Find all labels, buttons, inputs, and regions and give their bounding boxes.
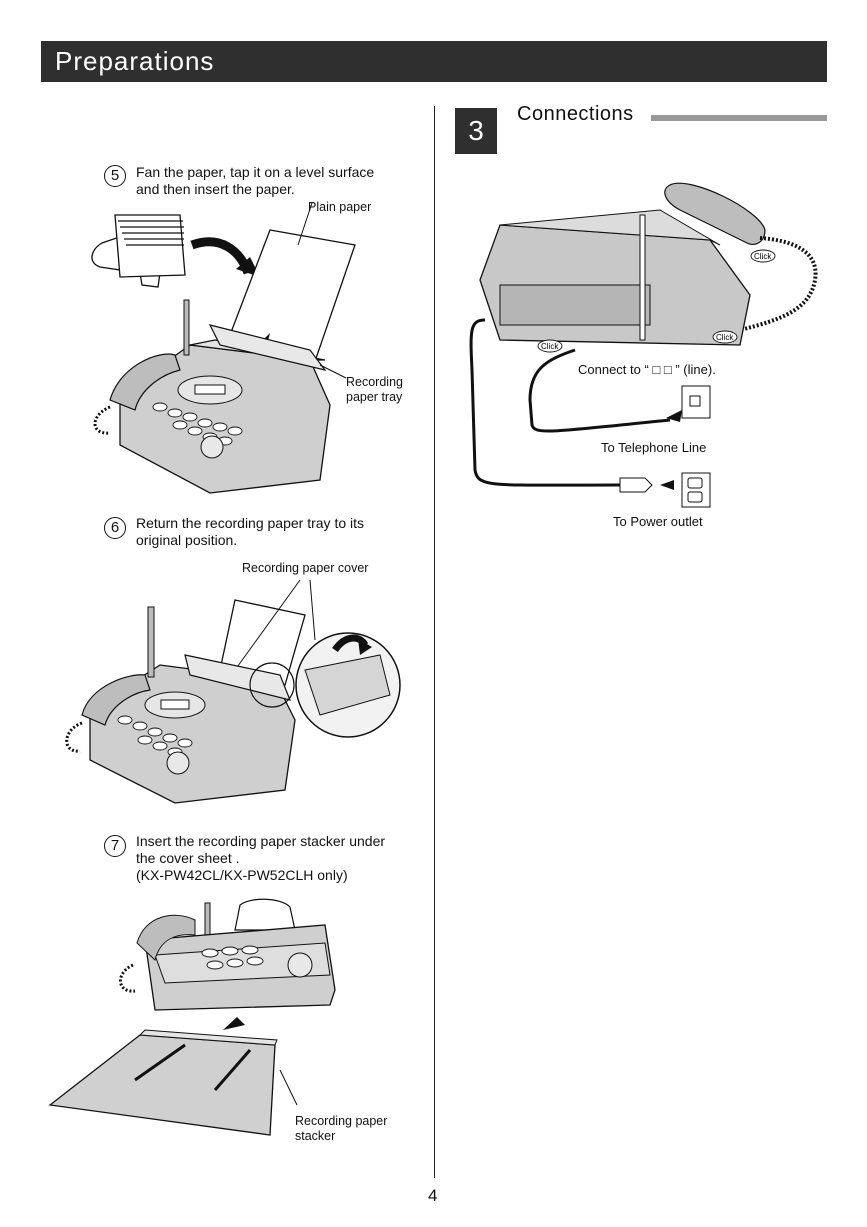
step-6-text: Return the recording paper tray to its o…: [136, 515, 364, 549]
column-divider: [434, 106, 435, 1178]
step-5-line-2: and then insert the paper.: [136, 181, 295, 197]
page-title: Preparations: [55, 46, 215, 76]
step-5-text: Fan the paper, tap it on a level surface…: [136, 164, 374, 198]
label-recording-paper-tray-line-1: Recording: [346, 375, 403, 389]
label-recording-paper-tray-line-2: paper tray: [346, 390, 403, 404]
step-7-text: Insert the recording paper stacker under…: [136, 833, 385, 884]
label-recording-paper-tray: Recording paper tray: [346, 375, 403, 405]
label-connect-line: Connect to “ □ □ ” (line).: [578, 362, 716, 377]
section-title-rule: [651, 115, 827, 121]
label-recording-paper-stacker: Recording paper stacker: [295, 1114, 387, 1144]
fax-paper-insert-illustration: [91, 202, 356, 494]
header-bar: [41, 41, 827, 82]
section-title: Connections: [517, 103, 634, 125]
label-recording-paper-cover: Recording paper cover: [242, 561, 369, 575]
step-6-line-2: original position.: [136, 532, 238, 548]
label-to-telephone-line: To Telephone Line: [601, 440, 707, 455]
step-7-line-1: Insert the recording paper stacker under: [136, 833, 386, 849]
step-number-7: 7: [104, 835, 126, 857]
label-recording-paper-stacker-line-2: stacker: [295, 1129, 336, 1143]
step-5-line-1: Fan the paper, tap it on a level surface: [136, 164, 375, 180]
step-7-line-3: (KX-PW42CL/KX-PW52CLH only): [136, 867, 348, 883]
label-plain-paper: Plain paper: [308, 200, 372, 214]
click-label-handset-jack: Click: [716, 333, 734, 342]
step-number-5: 5: [104, 165, 126, 187]
connections-illustration: Click Click Click: [469, 182, 818, 508]
label-recording-paper-stacker-line-1: Recording paper: [295, 1114, 388, 1128]
label-to-power-outlet: To Power outlet: [613, 514, 703, 529]
click-label-handset: Click: [754, 252, 772, 261]
page-number: 4: [428, 1186, 438, 1205]
section-number-badge: 3: [455, 108, 497, 154]
step-6-line-1: Return the recording paper tray to its: [136, 515, 365, 531]
fax-stacker-illustration: [48, 898, 336, 1136]
fax-tray-return-illustration: [65, 579, 401, 804]
step-7-line-2: the cover sheet .: [136, 850, 240, 866]
step-number-6: 6: [104, 517, 126, 539]
click-label-line: Click: [541, 342, 559, 351]
